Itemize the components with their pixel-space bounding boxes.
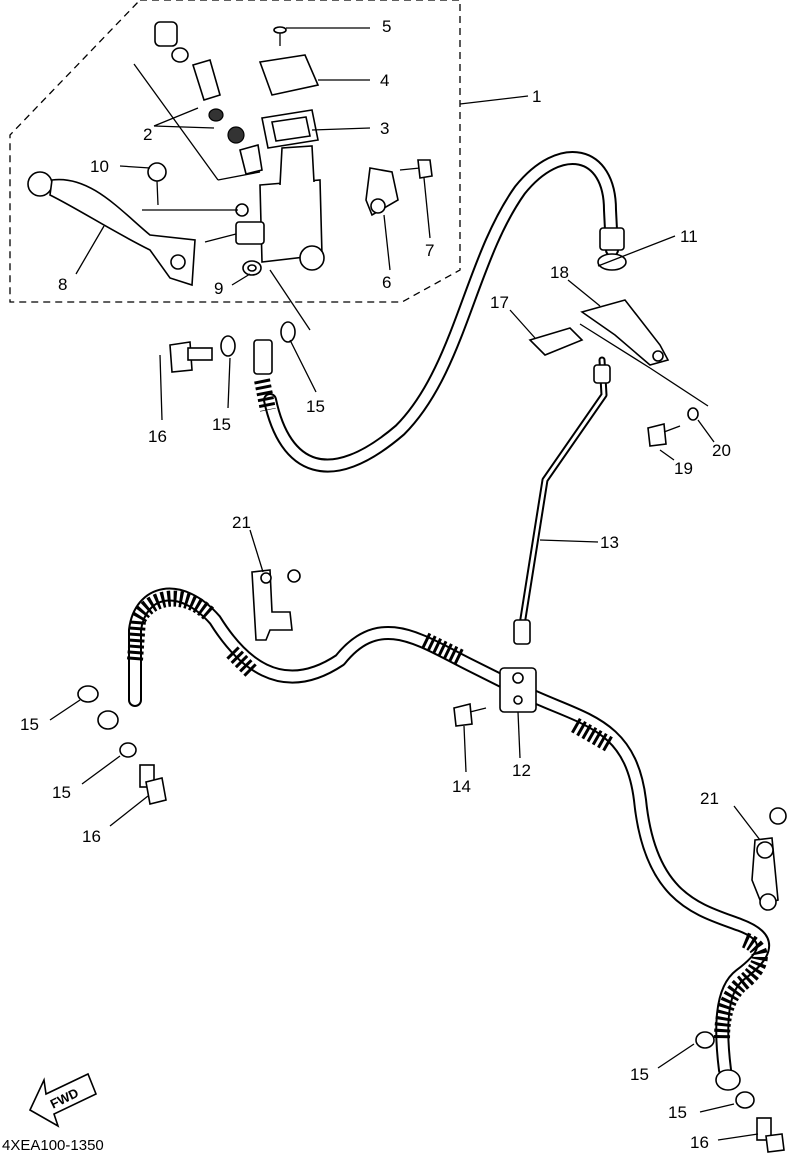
callout-15-lower-left-a: 15 — [20, 715, 39, 734]
callout-14: 14 — [452, 777, 471, 796]
callout-labels: 1 2 3 4 5 6 7 8 9 10 11 12 13 14 15 15 1… — [20, 17, 731, 1152]
callout-7: 7 — [425, 241, 434, 260]
callout-9: 9 — [214, 279, 223, 298]
bracket-bolt — [647, 422, 681, 447]
union-bolt-lower-right — [756, 1117, 785, 1153]
callout-16-lower-left: 16 — [82, 827, 101, 846]
callout-3: 3 — [380, 119, 389, 138]
hose-bracket — [580, 299, 670, 366]
callout-18: 18 — [550, 263, 569, 282]
callout-5: 5 — [382, 17, 391, 36]
callout-11: 11 — [680, 227, 698, 246]
callout-15-upper-mid: 15 — [212, 415, 231, 434]
hose-clamp-upper — [251, 569, 301, 641]
callout-13: 13 — [600, 533, 619, 552]
diaphragm — [261, 109, 319, 149]
cap-screw — [273, 26, 287, 46]
master-cylinder-body — [235, 145, 325, 271]
callout-15-lower-left-b: 15 — [52, 783, 71, 802]
callout-17: 17 — [490, 293, 509, 312]
callout-16-lower-right: 16 — [690, 1133, 709, 1152]
reservoir-cap — [258, 54, 320, 96]
spring-clip — [528, 327, 584, 356]
lower-brake-hose — [127, 587, 771, 1077]
hose-joint — [499, 667, 537, 713]
lever-nut — [242, 260, 262, 276]
brake-lever — [27, 171, 196, 287]
washer-lower-right-b — [735, 1091, 755, 1109]
callout-15-lower-right-b: 15 — [668, 1103, 687, 1122]
holder-bracket — [365, 167, 399, 217]
callout-15-upper-right: 15 — [306, 397, 325, 416]
hose-clamp-lower — [751, 807, 787, 911]
lever-pivot-bolt — [147, 162, 167, 206]
piston-kit — [154, 21, 263, 175]
leader-lines — [49, 27, 761, 1141]
hose-banjo-left — [97, 710, 119, 730]
washer-lower-right-a — [695, 1031, 715, 1049]
callout-2: 2 — [143, 125, 152, 144]
upper-brake-hose — [253, 151, 619, 473]
washer-upper-left — [220, 335, 236, 357]
union-bolt-lower-left — [139, 764, 167, 805]
brake-pipe — [513, 356, 611, 645]
joint-bolt — [453, 702, 487, 727]
hose-banjo-right — [715, 1069, 741, 1091]
callout-21-upper: 21 — [232, 513, 251, 532]
washer-lower-left-b — [119, 742, 137, 758]
callout-6: 6 — [382, 273, 391, 292]
washer-lower-left-a — [77, 685, 99, 703]
diagram-code: 4XEA100-1350 — [2, 1137, 104, 1153]
fwd-arrow: FWD — [28, 1072, 98, 1128]
callout-4: 4 — [380, 71, 389, 90]
callout-1: 1 — [532, 87, 541, 106]
holder-bolt — [399, 159, 433, 179]
callout-16-upper: 16 — [148, 427, 167, 446]
callout-10: 10 — [90, 157, 109, 176]
callout-21-lower: 21 — [700, 789, 719, 808]
callout-20: 20 — [712, 441, 731, 460]
callout-19: 19 — [674, 459, 693, 478]
washer-upper-right — [280, 321, 296, 343]
union-bolt-upper — [169, 341, 213, 373]
callout-12: 12 — [512, 761, 531, 780]
callout-15-lower-right-a: 15 — [630, 1065, 649, 1084]
bracket-washer — [687, 407, 699, 421]
callout-8: 8 — [58, 275, 67, 294]
master-cylinder-group-outline — [9, 0, 461, 303]
